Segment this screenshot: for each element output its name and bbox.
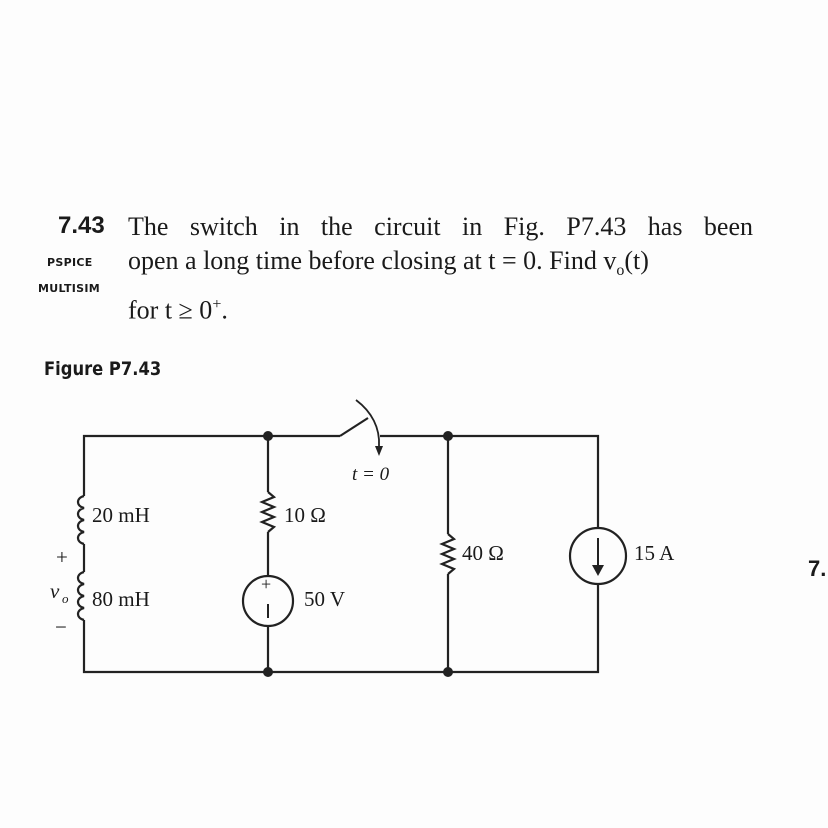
problem-line-3: for t ≥ 0+. [128, 288, 753, 328]
vo-plus-sign: + [56, 545, 68, 569]
inductor-80mh [76, 570, 85, 622]
switch-arrow-icon [375, 446, 383, 456]
resistor-10-ohm [259, 491, 277, 533]
switch-label: t = 0 [352, 464, 390, 485]
vo-label: v [50, 579, 60, 603]
resistor-40-label: 40 Ω [462, 541, 504, 565]
vo-minus-sign: − [55, 615, 67, 639]
problem-statement: The switch in the circuit in Fig. P7.43 … [128, 210, 753, 328]
vo-label-subscript: o [62, 591, 69, 606]
problem-line-1: The switch in the circuit in Fig. P7.43 … [128, 212, 753, 241]
arrow-down-icon [592, 565, 604, 576]
resistor-40-ohm [439, 533, 457, 575]
current-source [568, 526, 628, 586]
problem-line-2-text: open a long time before closing at t = 0… [128, 246, 617, 275]
cut-off-text: 7. [808, 556, 827, 581]
pspice-tag: PSPICE [47, 256, 93, 269]
problem-line-2-end: (t) [624, 246, 649, 275]
problem-line-3-end: . [221, 295, 228, 325]
resistor-10-label: 10 Ω [284, 503, 326, 527]
problem-line-2: open a long time before closing at t = 0… [128, 244, 753, 288]
inductor-80mh-label: 80 mH [92, 587, 150, 611]
current-source-label: 15 A [634, 541, 675, 565]
multisim-tag: MULTISIM [38, 282, 101, 295]
vsource-plus: + [261, 574, 271, 594]
inductor-20mh-label: 20 mH [92, 503, 150, 527]
vo-subscript: o [616, 262, 625, 280]
inductor-20mh [76, 494, 85, 546]
circuit-wires [82, 434, 600, 674]
switch [339, 399, 383, 456]
voltage-source-label: 50 V [304, 587, 345, 611]
circuit-nodes [263, 431, 453, 677]
plus-superscript: + [212, 296, 222, 314]
problem-line-3-text: for t ≥ 0 [128, 295, 213, 325]
voltage-source [241, 574, 295, 628]
figure-title: Figure P7.43 [44, 358, 162, 380]
problem-number: 7.43 [58, 212, 105, 239]
